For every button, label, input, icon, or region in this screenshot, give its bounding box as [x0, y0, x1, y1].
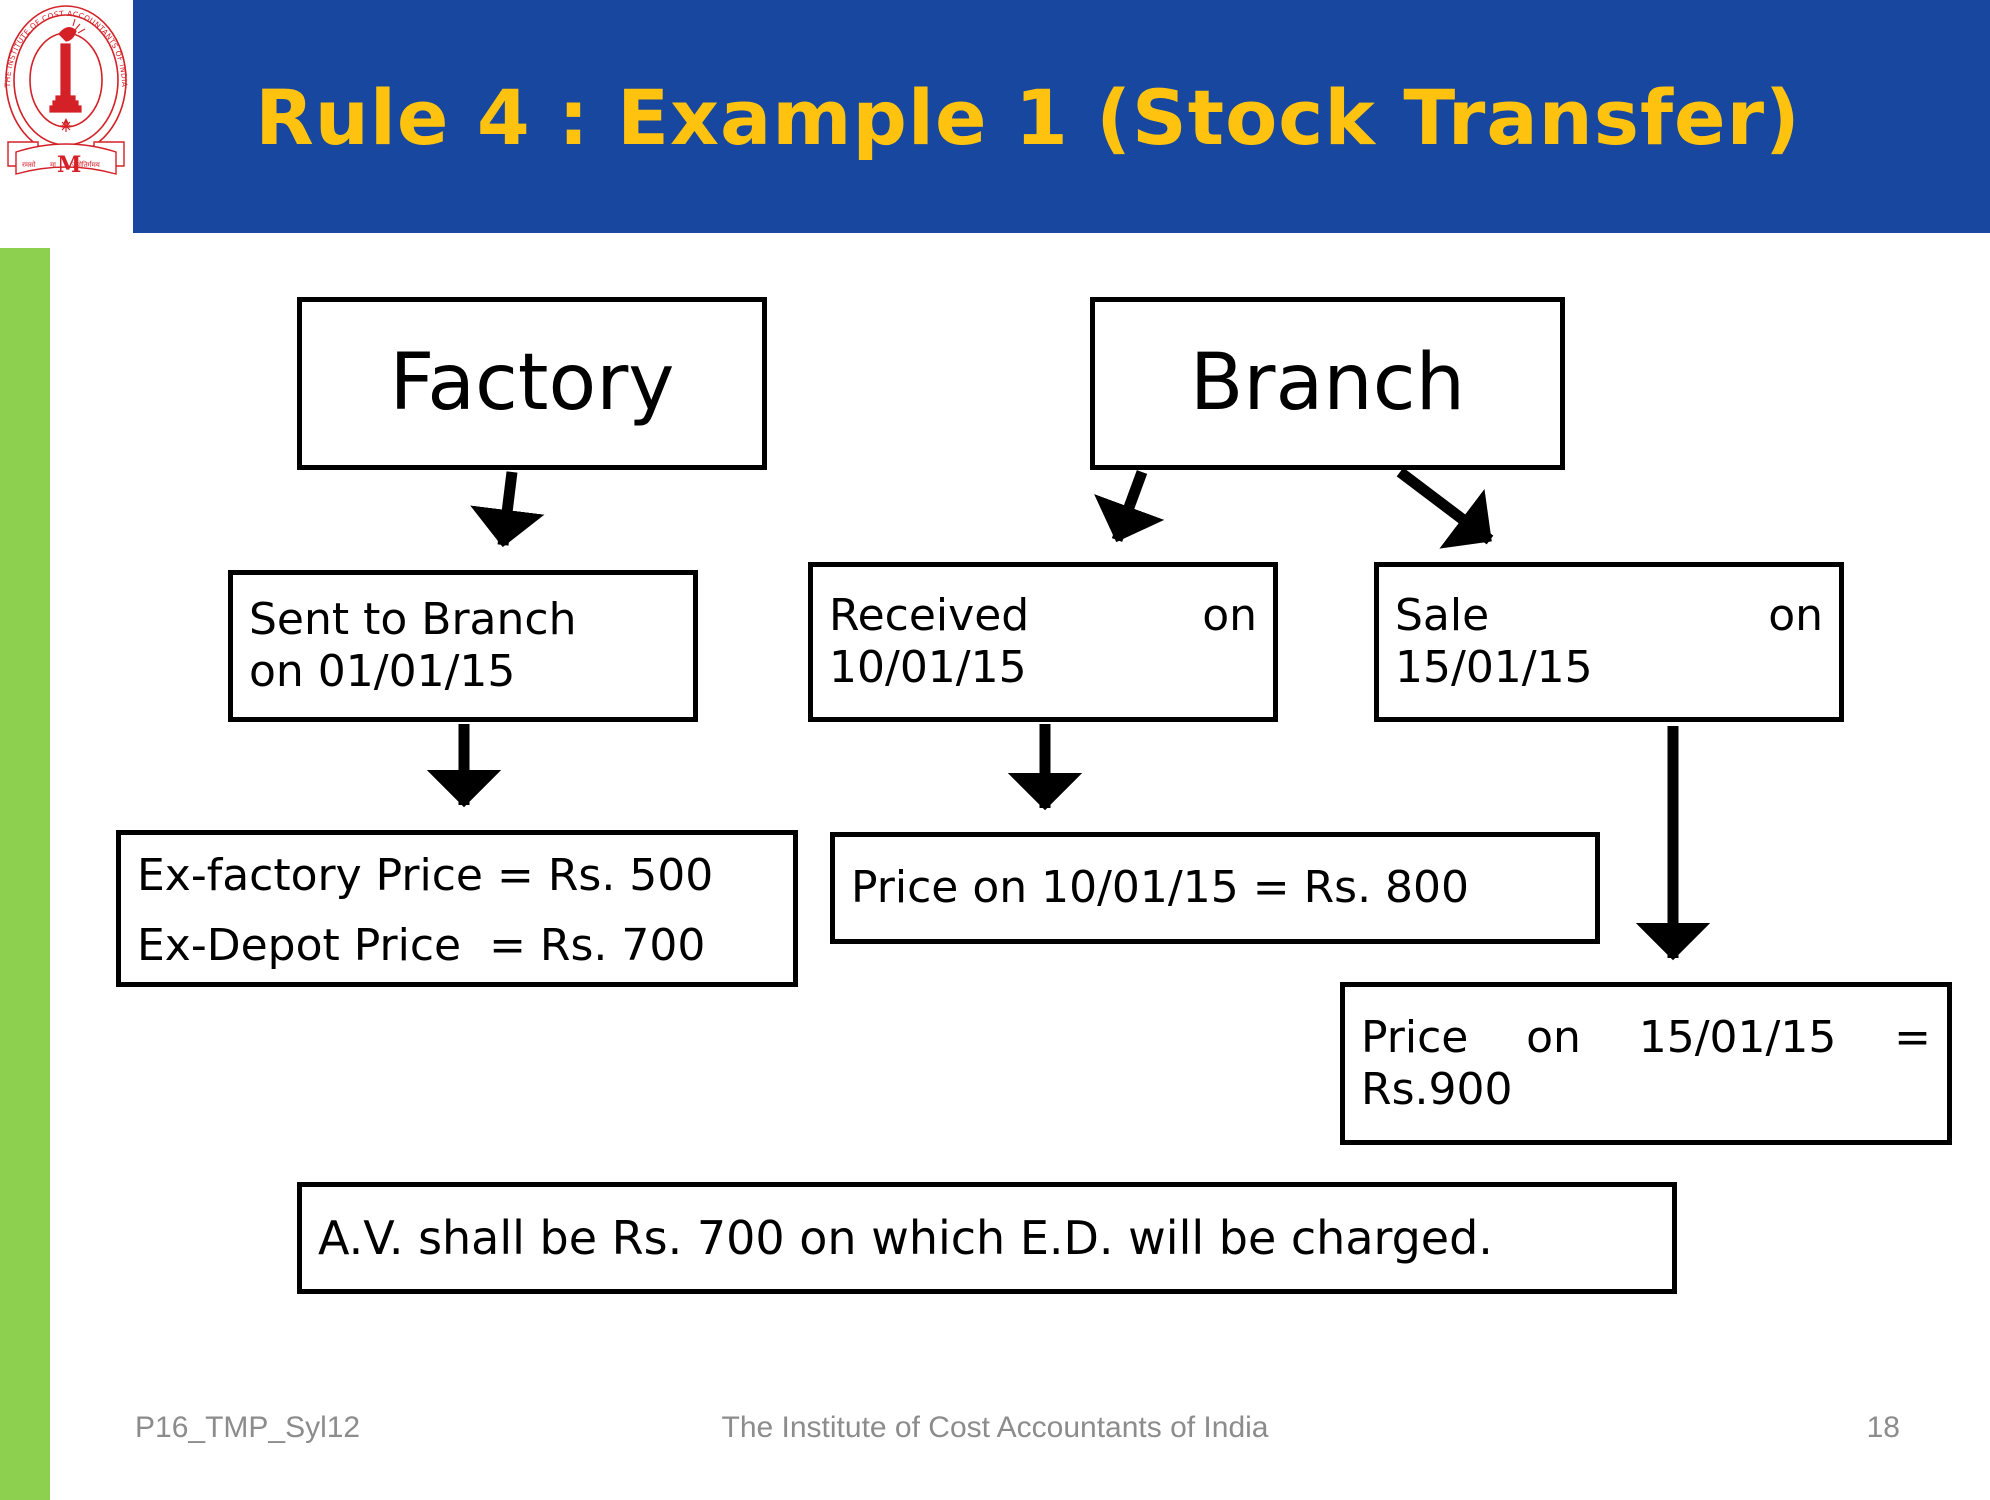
- box-conclusion[interactable]: A.V. shall be Rs. 700 on which E.D. will…: [297, 1182, 1677, 1294]
- page-title: Rule 4 : Example 1 (Stock Transfer): [255, 73, 1801, 162]
- sale-line-2: 15/01/15: [1395, 642, 1593, 693]
- title-banner: [133, 0, 1990, 233]
- box-ex-factory-prices[interactable]: Ex-factory Price = Rs. 500 Ex-Depot Pric…: [116, 830, 798, 987]
- received-line-2: 10/01/15: [829, 642, 1027, 693]
- sent-line-1: Sent to Branch: [249, 594, 577, 646]
- box-sale[interactable]: Sale on 15/01/15: [1374, 562, 1844, 722]
- svg-text:ज्योतिर्गमय: ज्योतिर्गमय: [72, 160, 101, 169]
- box-branch[interactable]: Branch: [1090, 297, 1565, 470]
- svg-text:M: M: [57, 152, 81, 178]
- arrow-branch-to-received: [1094, 470, 1165, 543]
- box-received[interactable]: Received on 10/01/15: [808, 562, 1278, 722]
- price-on-10-text: Price on 10/01/15 = Rs. 800: [851, 862, 1470, 914]
- sale-on-word: on: [1768, 590, 1823, 642]
- received-line-1: Received on: [829, 590, 1257, 642]
- price-on-15-line-2: Rs.900: [1361, 1063, 1513, 1115]
- svg-text:मा: मा: [50, 161, 56, 169]
- sale-line-1: Sale on: [1395, 590, 1823, 642]
- received-label: Received: [829, 590, 1030, 642]
- institute-logo: रमसो मा ज्योतिर्गमय M THE INSTITUTE OF C…: [2, 2, 130, 184]
- box-sent-to-branch[interactable]: Sent to Branch on 01/01/15: [228, 570, 698, 722]
- left-accent-bar: [0, 248, 50, 1500]
- box-price-on-15-01-15[interactable]: Price on 15/01/15 = Rs.900: [1340, 982, 1952, 1145]
- ex-factory-price-line: Ex-factory Price = Rs. 500: [137, 849, 714, 901]
- box-factory-label: Factory: [389, 338, 675, 429]
- price-on-15-line-1: Price on 15/01/15 =: [1361, 1011, 1931, 1063]
- svg-text:रमसो: रमसो: [22, 160, 36, 169]
- arrow-branch-to-sale: [1396, 467, 1494, 549]
- footer-subject-code: P16_TMP_Syl12: [135, 1411, 361, 1444]
- arrow-factory-to-sent: [470, 471, 545, 548]
- box-factory[interactable]: Factory: [297, 297, 767, 470]
- received-on-word: on: [1202, 590, 1257, 642]
- box-price-on-10-01-15[interactable]: Price on 10/01/15 = Rs. 800: [830, 832, 1600, 944]
- conclusion-text: A.V. shall be Rs. 700 on which E.D. will…: [318, 1210, 1493, 1265]
- sale-label: Sale: [1395, 590, 1490, 642]
- footer-page-number: 18: [1866, 1411, 1900, 1444]
- slide-footer: P16_TMP_Syl12 The Institute of Cost Acco…: [50, 1406, 1940, 1450]
- box-branch-label: Branch: [1189, 338, 1466, 429]
- ex-depot-price-line: Ex-Depot Price = Rs. 700: [137, 919, 706, 971]
- sent-line-2: on 01/01/15: [249, 646, 516, 697]
- footer-institute-name: The Institute of Cost Accountants of Ind…: [721, 1411, 1269, 1444]
